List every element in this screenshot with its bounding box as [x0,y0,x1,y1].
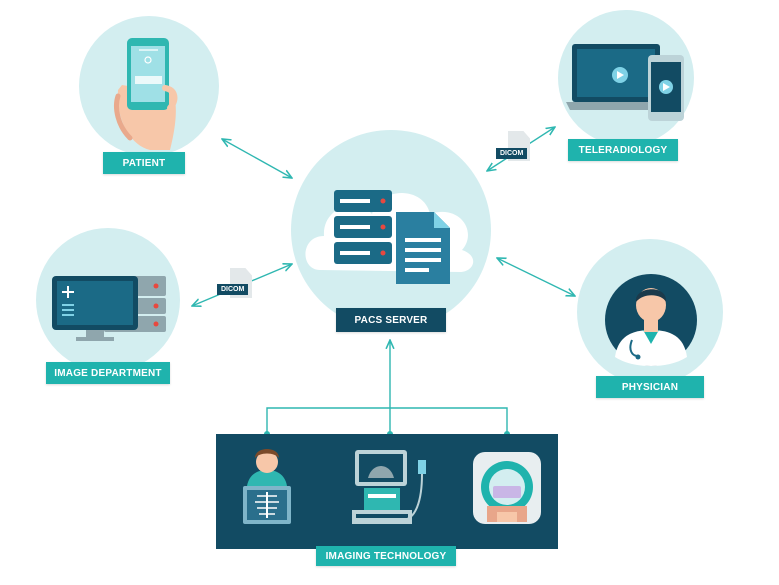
laptop-tablet-icon [566,44,684,121]
pacs-server-node [291,130,491,330]
doctor-icon [615,288,687,366]
imaging-technology-label: IMAGING TECHNOLOGY [316,546,456,566]
arrow-patient-pacs [222,139,292,178]
mri-scanner-icon [473,452,541,524]
workstation-icon [52,276,166,341]
dicom-tag-left: DICOM [217,284,249,295]
server-rack-icon [334,190,392,264]
physician-node [577,239,723,385]
phone-hand-icon [114,38,178,150]
xray-patient-icon [243,449,291,524]
image-department-node [36,228,180,372]
dicom-tag-top: DICOM [496,148,528,159]
teleradiology-label: TELERADIOLOGY [568,139,678,161]
image-department-label: IMAGE DEPARTMENT [46,362,170,384]
physician-label: PHYSICIAN [596,376,704,398]
imaging-technology-node [216,434,558,549]
patient-label: PATIENT [103,152,185,174]
imaging-bracket [266,407,508,434]
arrow-physician-pacs [497,258,575,296]
ultrasound-machine-icon [352,450,426,524]
teleradiology-node [558,10,694,146]
document-icon [396,212,450,284]
patient-node [79,16,219,156]
pacs-server-label: PACS SERVER [336,308,446,332]
